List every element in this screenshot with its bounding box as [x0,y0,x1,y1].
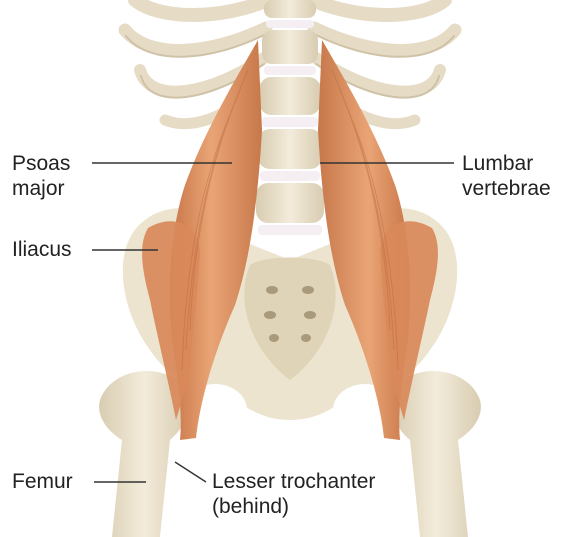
psoas-major-label: Psoas major [12,151,70,201]
lumbar-vertebrae-label-line-2: vertebrae [462,176,551,201]
lesser-trochanter-leader-line [175,462,206,482]
psoas-major-label-line-2: major [12,176,70,201]
lumbar-vertebrae-label: Lumbar vertebrae [462,151,551,201]
lumbar-vertebrae-label-line-1: Lumbar [462,151,551,176]
lesser-trochanter-label: Lesser trochanter (behind) [212,469,375,519]
lesser-trochanter-label-line-2: (behind) [212,494,375,519]
femur-label: Femur [12,469,73,494]
lumbar-spine [256,0,324,235]
psoas-major-label-line-1: Psoas [12,151,70,176]
lesser-trochanter-label-line-1: Lesser trochanter [212,469,375,494]
iliacus-label: Iliacus [12,237,72,262]
